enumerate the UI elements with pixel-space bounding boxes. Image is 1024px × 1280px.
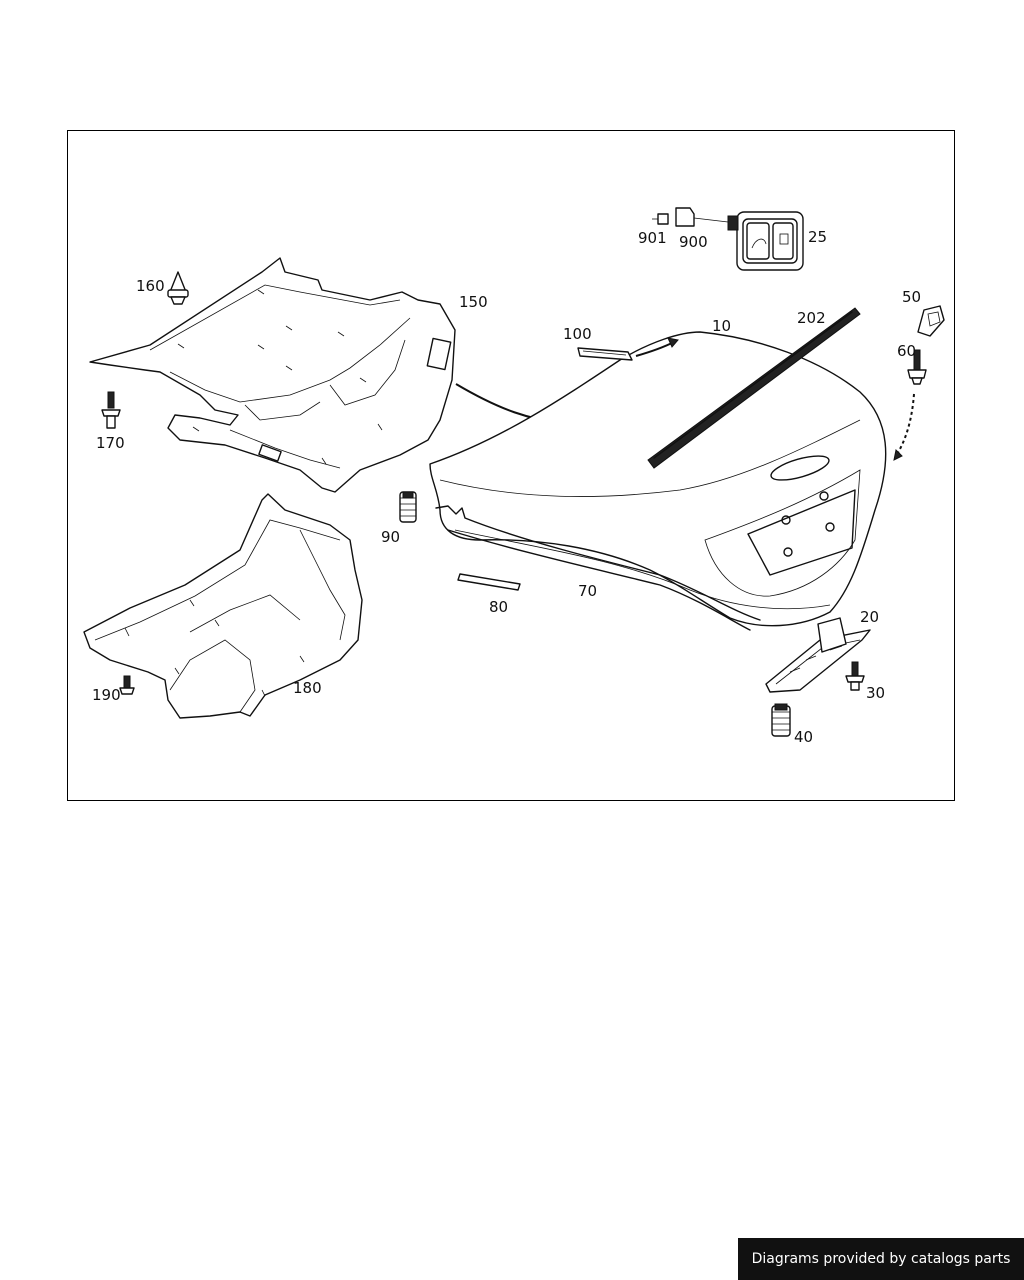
callout-10: 10 [712, 317, 731, 335]
part-30-bolt[interactable] [845, 661, 865, 691]
callout-901: 901 [638, 229, 667, 247]
bolt-arrow [895, 393, 915, 457]
part-901-pin[interactable] [652, 213, 669, 225]
callout-170: 170 [96, 434, 125, 452]
callout-900: 900 [679, 233, 708, 251]
part-100-trim[interactable] [577, 347, 633, 361]
part-20-lock[interactable] [765, 617, 871, 693]
part-190-bolt[interactable] [119, 675, 135, 695]
trim-arrow-head [667, 337, 679, 348]
part-10-trunk-lid[interactable] [429, 331, 887, 627]
part-70-seal[interactable] [435, 505, 761, 631]
callout-40: 40 [794, 728, 813, 746]
part-90-bump-stop[interactable] [399, 491, 417, 523]
part-60-bolt[interactable] [907, 349, 927, 385]
callout-160: 160 [136, 277, 165, 295]
part-50-bracket[interactable] [917, 305, 945, 337]
part-40-bump-stop[interactable] [771, 703, 791, 737]
part-25-switch[interactable] [727, 211, 804, 271]
callout-100: 100 [563, 325, 592, 343]
callout-25: 25 [808, 228, 827, 246]
part-80-strip[interactable] [457, 573, 521, 591]
part-180-insulation[interactable] [83, 493, 363, 719]
part-150-trunk-lining[interactable] [89, 257, 456, 493]
bolt-arrow-head [893, 448, 903, 461]
callout-50: 50 [902, 288, 921, 306]
callout-30: 30 [866, 684, 885, 702]
footer-credit-text: Diagrams provided by catalogs parts [751, 1251, 1011, 1267]
part-900-connector[interactable] [675, 207, 729, 227]
callout-90: 90 [381, 528, 400, 546]
callout-80: 80 [489, 598, 508, 616]
callout-70: 70 [578, 582, 597, 600]
callout-60: 60 [897, 342, 916, 360]
part-160-clip[interactable] [167, 271, 189, 305]
callout-20: 20 [860, 608, 879, 626]
part-202-spoiler[interactable] [647, 307, 861, 469]
callout-180: 180 [293, 679, 322, 697]
part-170-screw[interactable] [101, 391, 121, 429]
callout-150: 150 [459, 293, 488, 311]
footer-credit-badge: Diagrams provided by catalogs parts [738, 1238, 1024, 1280]
callout-202: 202 [797, 309, 826, 327]
callout-190: 190 [92, 686, 121, 704]
